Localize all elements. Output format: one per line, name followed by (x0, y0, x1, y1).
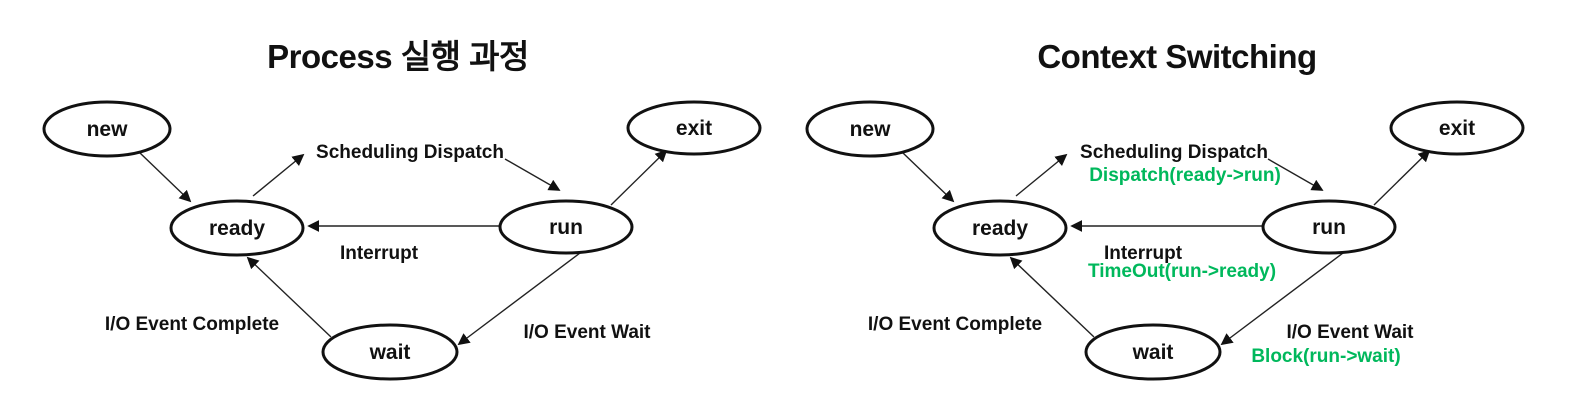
state-label-run: run (549, 216, 583, 239)
diagram-title: Process 실행 과정 (267, 38, 529, 75)
state-node-ready: ready (169, 199, 305, 257)
state-node-new: new (42, 100, 172, 158)
state-node-run: run (498, 199, 634, 255)
state-label-exit: exit (1439, 117, 1475, 140)
edge-label-io-event-wait: I/O Event Wait (523, 322, 651, 343)
diagram-title: Context Switching (1037, 38, 1316, 75)
state-ellipse-run (1261, 199, 1397, 255)
diagram-process-lifecycle: Process 실행 과정 Scheduling Dispatch Interr… (42, 38, 762, 381)
edge-run-to-wait (1220, 249, 1348, 346)
edge-run-to-exit (610, 149, 668, 206)
edge-label-io-event-complete: I/O Event Complete (105, 314, 279, 335)
state-ellipse-exit (626, 100, 762, 156)
state-ellipse-wait (1084, 323, 1222, 381)
diagram-context-switching: Context Switching Scheduling Dispatch In… (805, 38, 1525, 381)
annotation-block-run-wait: Block(run->wait) (1251, 346, 1400, 367)
edge-new-to-ready (139, 152, 192, 203)
edge-label-scheduling-dispatch: Scheduling Dispatch (1080, 142, 1268, 163)
state-node-wait: wait (321, 323, 459, 381)
state-label-wait: wait (1132, 341, 1174, 364)
edge-label-interrupt: Interrupt (1104, 243, 1183, 264)
state-node-new: new (805, 100, 935, 158)
state-label-exit: exit (676, 117, 712, 140)
edge-label-scheduling-dispatch: Scheduling Dispatch (316, 142, 504, 163)
state-ellipse-run (498, 199, 634, 255)
state-node-wait: wait (1084, 323, 1222, 381)
state-label-run: run (1312, 216, 1346, 239)
state-node-exit: exit (1389, 100, 1525, 156)
edge-ready-to-dispatch-label (1015, 153, 1068, 197)
state-ellipse-wait (321, 323, 459, 381)
state-node-exit: exit (626, 100, 762, 156)
state-label-ready: ready (209, 217, 265, 240)
edge-ready-to-dispatch-label (252, 153, 305, 197)
state-node-ready: ready (932, 199, 1068, 257)
edge-new-to-ready (902, 152, 955, 203)
annotation-timeout-run-ready: TimeOut(run->ready) (1088, 261, 1276, 282)
state-label-wait: wait (369, 341, 411, 364)
state-ellipse-ready (932, 199, 1068, 257)
state-ellipse-new (42, 100, 172, 158)
annotation-dispatch-ready-run: Dispatch(ready->run) (1089, 165, 1281, 186)
state-label-new: new (87, 118, 129, 141)
state-label-new: new (850, 118, 892, 141)
edge-dispatch-label-to-run (1267, 158, 1324, 191)
edge-run-to-wait (457, 249, 585, 346)
edge-dispatch-label-to-run (504, 158, 561, 191)
state-label-ready: ready (972, 217, 1028, 240)
state-ellipse-ready (169, 199, 305, 257)
state-ellipse-exit (1389, 100, 1525, 156)
edge-label-interrupt: Interrupt (340, 243, 419, 264)
state-ellipse-new (805, 100, 935, 158)
edge-label-io-event-complete: I/O Event Complete (868, 314, 1042, 335)
edge-wait-to-ready (1009, 256, 1095, 338)
edge-run-to-exit (1373, 149, 1431, 206)
state-node-run: run (1261, 199, 1397, 255)
edge-wait-to-ready (246, 256, 332, 338)
edge-label-io-event-wait: I/O Event Wait (1286, 322, 1414, 343)
